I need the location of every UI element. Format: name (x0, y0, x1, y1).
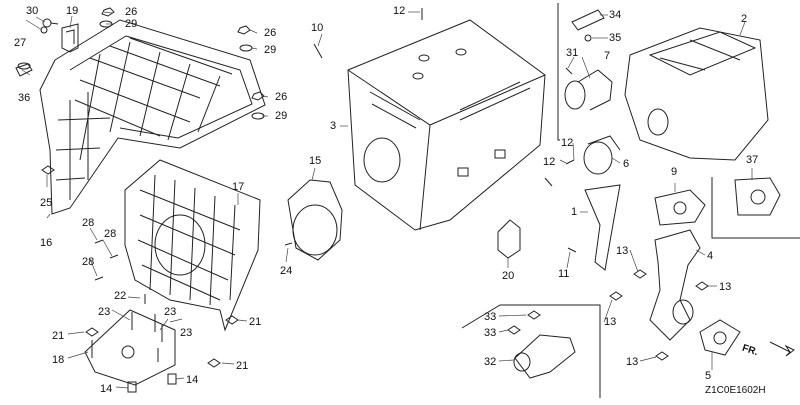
callout-37: 37 (746, 154, 759, 166)
callout-23-b: 23 (164, 306, 177, 318)
leader-lines (22, 12, 752, 388)
part-20-bracket (498, 220, 520, 258)
callout-1: 1 (571, 206, 578, 218)
part-16-protector (40, 20, 265, 214)
callout-21-a: 21 (52, 330, 65, 342)
part-28-bolts (95, 240, 118, 280)
part-3-muffler-cover (348, 20, 545, 230)
callout-26-a: 26 (125, 6, 138, 18)
callout-6: 6 (623, 158, 630, 170)
callout-5: 5 (705, 370, 712, 382)
callout-29-b: 29 (264, 44, 277, 56)
part-1-bracket (585, 185, 620, 270)
part-9-gasket (655, 190, 705, 225)
part-12-screw-right (545, 178, 552, 186)
part-34-tube (572, 10, 604, 30)
callout-20: 20 (502, 270, 515, 282)
callout-35: 35 (609, 32, 622, 44)
part-32-elbow (514, 335, 575, 378)
part-17-protector (125, 160, 260, 330)
part-33-nuts (508, 311, 540, 334)
part-13-nuts (610, 270, 708, 360)
callout-26-c: 26 (275, 91, 288, 103)
callout-33-a: 33 (484, 311, 497, 323)
callout-22: 22 (114, 290, 127, 302)
callout-25: 25 (40, 197, 53, 209)
part-30-screw (43, 19, 58, 27)
inset-box-32 (462, 305, 600, 398)
callout-24: 24 (280, 265, 293, 277)
part-23-bolts (132, 312, 162, 342)
callout-15: 15 (309, 155, 322, 167)
callout-14-b: 14 (186, 374, 199, 386)
callout-21-b: 21 (249, 316, 262, 328)
front-direction-arrow (770, 342, 794, 356)
part-19-clip (62, 24, 78, 52)
callout-14-a: 14 (100, 383, 113, 395)
inset-box-37 (712, 177, 800, 238)
callout-10: 10 (311, 22, 324, 34)
callout-3: 3 (330, 120, 337, 132)
part-15-cap (288, 180, 342, 260)
callout-34: 34 (609, 9, 622, 21)
part-6-screen (584, 136, 620, 174)
callout-32: 32 (484, 356, 497, 368)
callout-28-b: 28 (104, 228, 117, 240)
part-26-nuts (102, 8, 264, 100)
callout-21-c: 21 (236, 360, 249, 372)
callout-11: 11 (558, 268, 570, 280)
callout-18: 18 (52, 354, 65, 366)
part-36-grommet (16, 63, 32, 76)
callout-13-b: 13 (719, 281, 732, 293)
callout-13-d: 13 (626, 356, 639, 368)
part-10-screw (314, 44, 322, 58)
part-5-gasket (700, 320, 740, 355)
part-35-screw (585, 35, 591, 41)
part-25-nut (42, 166, 54, 174)
inset-box-left-edge (558, 3, 560, 140)
callout-12-top: 12 (393, 5, 406, 17)
callout-30: 30 (26, 5, 39, 17)
part-37-gasket (735, 178, 780, 215)
part-4-exhaust-pipe (650, 230, 700, 340)
callout-36: 36 (18, 92, 31, 104)
callout-4: 4 (707, 250, 714, 262)
callout-28-c: 28 (82, 256, 95, 268)
callout-12-right: 12 (543, 156, 556, 168)
part-24-screw (285, 243, 292, 245)
callout-27: 27 (14, 37, 27, 49)
callout-9: 9 (671, 166, 678, 178)
callout-28-a: 28 (82, 217, 95, 229)
callout-17: 17 (232, 181, 245, 193)
callout-13-c: 13 (604, 316, 617, 328)
callout-16: 16 (40, 237, 53, 249)
part-18-plate (85, 310, 175, 385)
part-27-washer (41, 27, 47, 33)
callout-29-c: 29 (275, 110, 288, 122)
part-7-spark-arrester (565, 70, 612, 110)
drawing-code: Z1C0E1602H (705, 385, 766, 396)
callout-12-six: 12 (561, 137, 574, 149)
callout-31: 31 (566, 47, 579, 59)
callout-7: 7 (604, 50, 611, 62)
callout-29-a: 29 (125, 18, 138, 30)
callout-13-a: 13 (616, 245, 629, 257)
callout-19: 19 (66, 5, 79, 17)
part-2-muffler (625, 28, 768, 160)
callout-23-c: 23 (180, 327, 193, 339)
callout-2: 2 (741, 13, 748, 25)
callout-23-a: 23 (98, 306, 111, 318)
part-11-bolt (568, 248, 576, 252)
part-12-screw-6 (566, 160, 574, 164)
callout-33-b: 33 (484, 327, 497, 339)
callout-26-b: 26 (264, 27, 277, 39)
part-31-screw (566, 68, 572, 74)
